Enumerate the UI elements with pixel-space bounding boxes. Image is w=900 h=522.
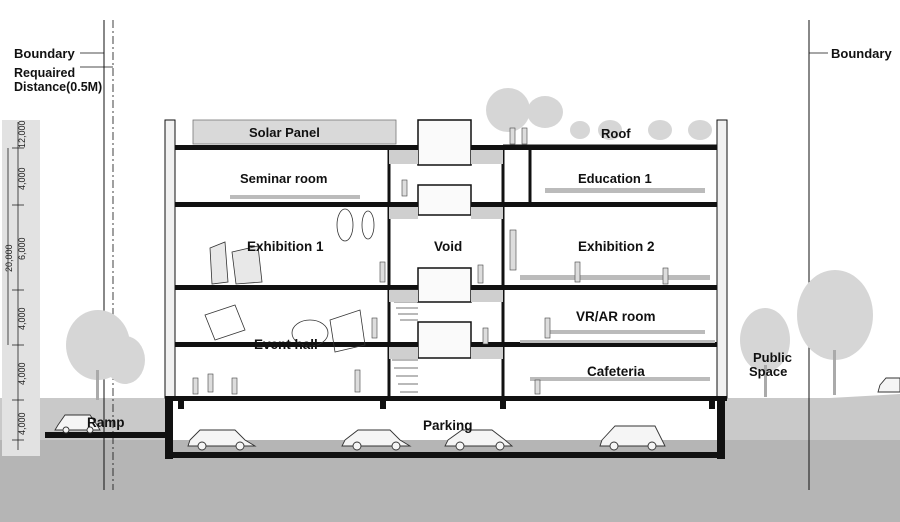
furniture (230, 188, 715, 381)
dim-4000-c: 4,000 (17, 362, 27, 385)
label-boundary-right: Boundary (831, 46, 892, 61)
building-structure (45, 119, 728, 459)
label-boundary-left: Boundary (14, 46, 75, 61)
label-seminar-room: Seminar room (240, 171, 327, 186)
dim-4000-a: 4,000 (17, 167, 27, 190)
boundary-lines (80, 20, 828, 490)
label-event-hall: Event hall (254, 337, 318, 352)
label-ramp: Ramp (87, 415, 125, 430)
dim-4000-b: 4,000 (17, 307, 27, 330)
exhibition-objects (204, 208, 375, 353)
label-vr-ar-room: VR/AR room (576, 309, 656, 324)
dim-6000: 6,000 (17, 237, 27, 260)
dim-12000: 12,000 (17, 120, 27, 148)
label-required-distance-2: Distance(0.5M) (14, 80, 102, 94)
label-parking: Parking (423, 418, 473, 433)
trees (66, 88, 873, 400)
label-solar-panel: Solar Panel (249, 125, 320, 140)
label-void: Void (434, 239, 462, 254)
solar-panel (192, 119, 397, 145)
label-required-distance-1: Requaired (14, 66, 75, 80)
label-roof: Roof (601, 126, 631, 141)
label-public-space-2: Space (749, 364, 787, 379)
dimension-column (2, 120, 40, 456)
dim-total-20000: 20,000 (4, 244, 14, 272)
label-education-1: Education 1 (578, 171, 652, 186)
label-exhibition-1: Exhibition 1 (247, 239, 324, 254)
label-exhibition-2: Exhibition 2 (578, 239, 655, 254)
label-public-space-1: Public (753, 350, 792, 365)
cars (54, 377, 900, 451)
dim-4000-d: 4,000 (17, 412, 27, 435)
label-cafeteria: Cafeteria (587, 364, 645, 379)
people (192, 127, 669, 395)
